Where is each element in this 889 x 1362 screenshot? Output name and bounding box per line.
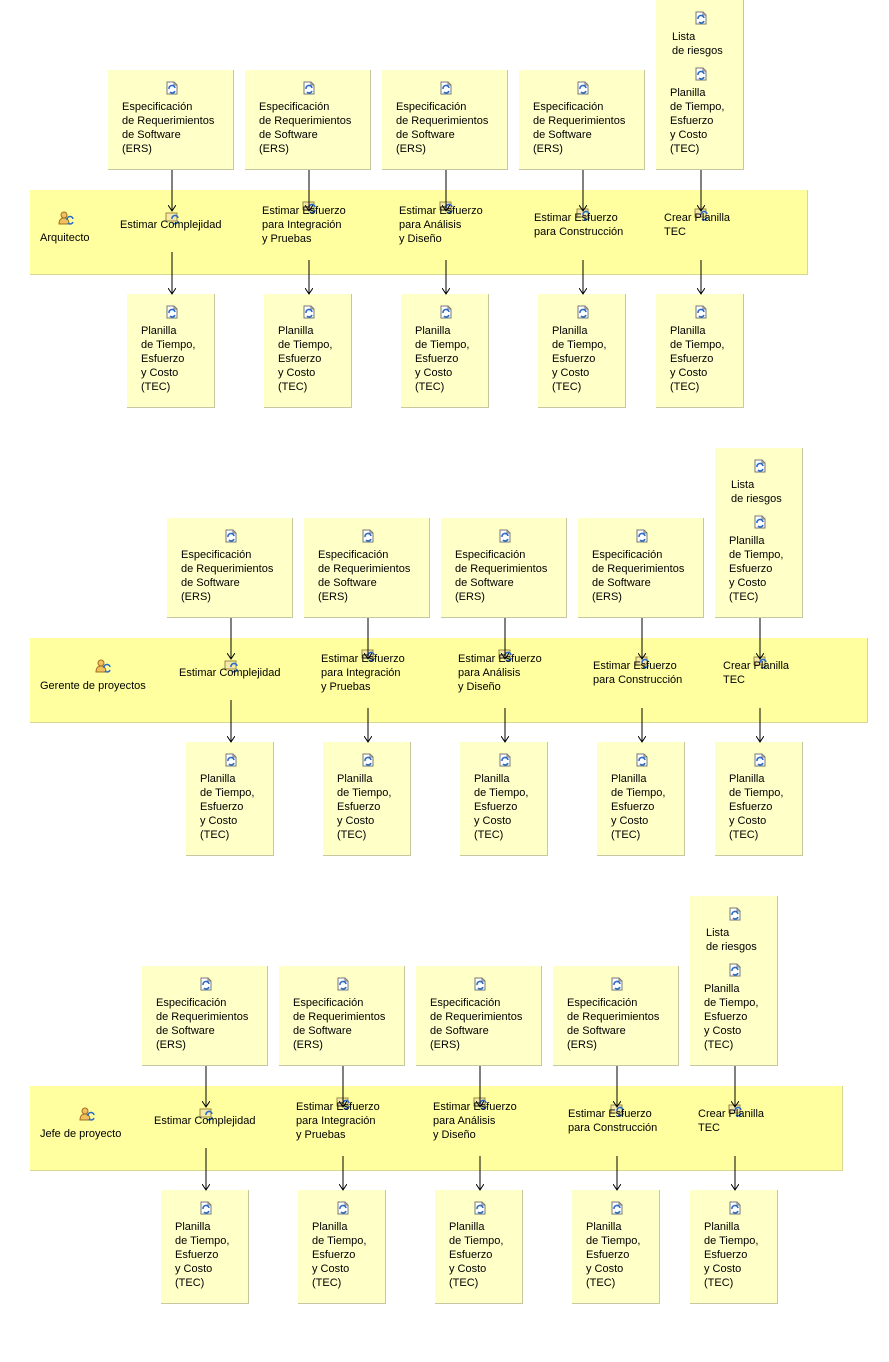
- artifact-icon: [440, 305, 452, 319]
- role-label: Arquitecto: [40, 232, 90, 244]
- task-icon: [224, 660, 238, 673]
- artifact-label: Planilla de Tiempo, Esfuerzo y Costo (TE…: [729, 773, 784, 841]
- artifact-icon: [754, 459, 766, 473]
- artifact-label: Planilla de Tiempo, Esfuerzo y Costo (TE…: [449, 1221, 504, 1289]
- artifact-label: Planilla de Tiempo, Esfuerzo y Costo (TE…: [611, 773, 666, 841]
- input-artifact[interactable]: [715, 448, 803, 618]
- task-icon: [753, 656, 767, 669]
- artifact-label: Especificación de Requerimientos de Soft…: [430, 997, 523, 1051]
- artifact-label: Especificación de Requerimientos de Soft…: [122, 101, 215, 155]
- artifact-icon: [695, 305, 707, 319]
- artifact-icon: [754, 515, 766, 529]
- artifact-label: Especificación de Requerimientos de Soft…: [533, 101, 626, 155]
- role-label: Gerente de proyectos: [40, 680, 146, 692]
- artifact-icon: [729, 907, 741, 921]
- artifact-icon: [362, 529, 374, 543]
- artifact-icon: [225, 753, 237, 767]
- task-label: Estimar Complejidad: [120, 219, 222, 231]
- artifact-icon: [337, 1201, 349, 1215]
- artifact-label: Planilla de Tiempo, Esfuerzo y Costo (TE…: [278, 325, 333, 393]
- artifact-icon: [303, 305, 315, 319]
- task-label: Estimar Complejidad: [179, 667, 281, 679]
- task-label: Estimar Esfuerzo para Integración y Prue…: [321, 653, 405, 693]
- input-artifact[interactable]: [656, 0, 744, 170]
- artifact-icon: [440, 81, 452, 95]
- task-label: Estimar Esfuerzo para Análisis y Diseño: [399, 205, 483, 245]
- task-label: Crear Planilla TEC: [723, 660, 790, 686]
- artifact-icon: [337, 977, 349, 991]
- artifact-icon: [499, 529, 511, 543]
- task-label: Estimar Esfuerzo para Integración y Prue…: [262, 205, 346, 245]
- artifact-label: Planilla de Tiempo, Esfuerzo y Costo (TE…: [312, 1221, 367, 1289]
- artifact-label: Planilla de Tiempo, Esfuerzo y Costo (TE…: [670, 325, 725, 393]
- artifact-icon: [200, 977, 212, 991]
- artifact-icon: [474, 1201, 486, 1215]
- input-artifact[interactable]: [108, 70, 234, 170]
- task-label: Crear Planilla TEC: [664, 212, 731, 238]
- artifact-icon: [611, 977, 623, 991]
- artifact-label: Lista de riesgos: [731, 479, 782, 505]
- artifact-icon: [729, 963, 741, 977]
- role-icon: [95, 659, 111, 673]
- task-label: Estimar Esfuerzo para Integración y Prue…: [296, 1101, 380, 1141]
- artifact-label: Planilla de Tiempo, Esfuerzo y Costo (TE…: [415, 325, 470, 393]
- artifact-label: Planilla de Tiempo, Esfuerzo y Costo (TE…: [704, 983, 759, 1051]
- artifact-icon: [499, 753, 511, 767]
- role-icon: [79, 1107, 95, 1121]
- artifact-label: Especificación de Requerimientos de Soft…: [318, 549, 411, 603]
- artifact-icon: [166, 81, 178, 95]
- swimlane: [30, 1086, 843, 1171]
- artifact-label: Planilla de Tiempo, Esfuerzo y Costo (TE…: [670, 87, 725, 155]
- artifact-icon: [611, 1201, 623, 1215]
- artifact-icon: [362, 753, 374, 767]
- task-label: Estimar Esfuerzo para Análisis y Diseño: [458, 653, 542, 693]
- artifact-label: Especificación de Requerimientos de Soft…: [293, 997, 386, 1051]
- artifact-label: Especificación de Requerimientos de Soft…: [396, 101, 489, 155]
- artifact-label: Planilla de Tiempo, Esfuerzo y Costo (TE…: [552, 325, 607, 393]
- artifact-icon: [636, 753, 648, 767]
- artifact-icon: [303, 81, 315, 95]
- artifact-label: Especificación de Requerimientos de Soft…: [592, 549, 685, 603]
- artifact-icon: [166, 305, 178, 319]
- swimlane: [30, 638, 868, 723]
- role-icon: [58, 211, 74, 225]
- artifact-label: Especificación de Requerimientos de Soft…: [567, 997, 660, 1051]
- artifact-icon: [225, 529, 237, 543]
- artifact-label: Planilla de Tiempo, Esfuerzo y Costo (TE…: [729, 535, 784, 603]
- artifact-icon: [695, 67, 707, 81]
- artifact-icon: [577, 81, 589, 95]
- swimlane: [30, 190, 808, 275]
- artifact-label: Planilla de Tiempo, Esfuerzo y Costo (TE…: [337, 773, 392, 841]
- artifact-label: Lista de riesgos: [706, 927, 757, 953]
- artifact-icon: [695, 11, 707, 25]
- task-label: Estimar Complejidad: [154, 1115, 256, 1127]
- artifact-icon: [754, 753, 766, 767]
- artifact-label: Planilla de Tiempo, Esfuerzo y Costo (TE…: [175, 1221, 230, 1289]
- artifact-label: Especificación de Requerimientos de Soft…: [455, 549, 548, 603]
- task-label: Estimar Esfuerzo para Construcción: [593, 660, 683, 686]
- task-label: Crear Planilla TEC: [698, 1108, 765, 1134]
- artifact-icon: [200, 1201, 212, 1215]
- artifact-icon: [577, 305, 589, 319]
- artifact-label: Especificación de Requerimientos de Soft…: [259, 101, 352, 155]
- task-icon: [199, 1108, 213, 1121]
- artifact-label: Planilla de Tiempo, Esfuerzo y Costo (TE…: [200, 773, 255, 841]
- task-label: Estimar Esfuerzo para Construcción: [568, 1108, 658, 1134]
- artifact-label: Lista de riesgos: [672, 31, 723, 57]
- input-artifact[interactable]: [690, 896, 778, 1066]
- artifact-icon: [729, 1201, 741, 1215]
- role-label: Jefe de proyecto: [40, 1128, 122, 1140]
- artifact-icon: [474, 977, 486, 991]
- artifact-label: Planilla de Tiempo, Esfuerzo y Costo (TE…: [141, 325, 196, 393]
- task-label: Estimar Esfuerzo para Construcción: [534, 212, 624, 238]
- task-icon: [165, 212, 179, 225]
- task-label: Estimar Esfuerzo para Análisis y Diseño: [433, 1101, 517, 1141]
- artifact-label: Especificación de Requerimientos de Soft…: [181, 549, 274, 603]
- artifact-icon: [636, 529, 648, 543]
- artifact-label: Planilla de Tiempo, Esfuerzo y Costo (TE…: [474, 773, 529, 841]
- artifact-label: Especificación de Requerimientos de Soft…: [156, 997, 249, 1051]
- input-artifact[interactable]: [441, 518, 567, 618]
- artifact-label: Planilla de Tiempo, Esfuerzo y Costo (TE…: [704, 1221, 759, 1289]
- artifact-label: Planilla de Tiempo, Esfuerzo y Costo (TE…: [586, 1221, 641, 1289]
